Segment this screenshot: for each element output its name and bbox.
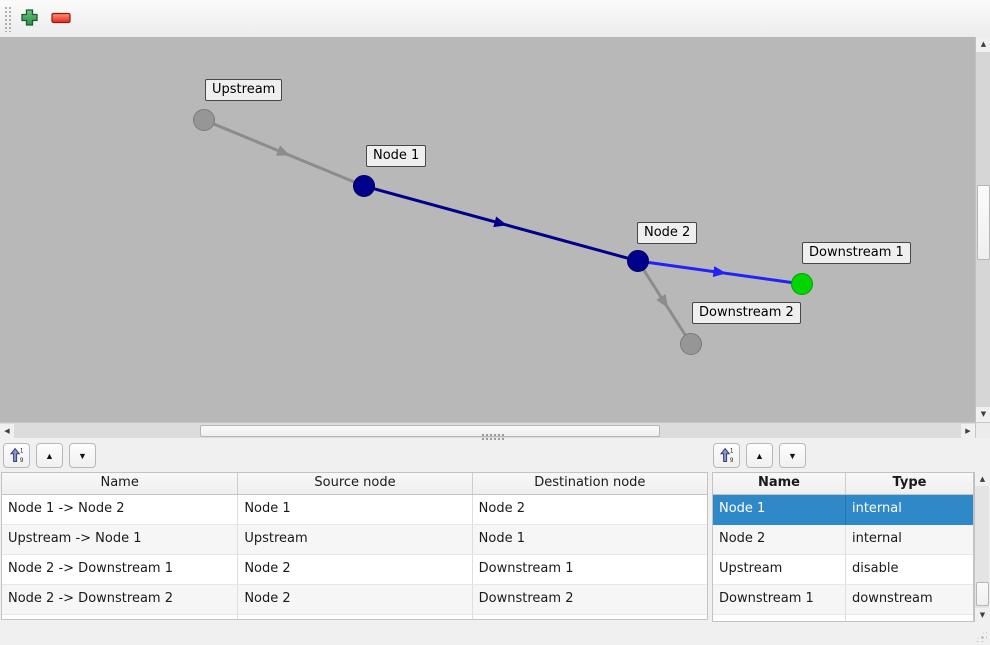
node-label-node1[interactable]: Node 1: [366, 145, 427, 167]
scroll-down-arrow[interactable]: ▼: [975, 608, 990, 622]
table-cell[interactable]: downstream: [851, 591, 933, 606]
edge-arrow-icon: [493, 216, 508, 228]
svg-text:1: 1: [20, 448, 24, 454]
node-label-node2[interactable]: Node 2: [637, 222, 698, 244]
scrollbar-thumb[interactable]: [977, 185, 990, 260]
table-cell[interactable]: Node 1: [238, 495, 473, 524]
scrollbar-thumb[interactable]: [976, 582, 989, 606]
graph-svg: [193, 109, 813, 355]
table-cell[interactable]: [238, 615, 473, 619]
table-row[interactable]: Node 1 internal: [713, 495, 973, 525]
canvas-horizontal-scrollbar[interactable]: ◀ ▶: [0, 422, 990, 438]
svg-text:9: 9: [730, 458, 734, 463]
svg-text:1: 1: [730, 448, 734, 454]
scroll-up-arrow[interactable]: ▲: [975, 472, 990, 486]
scroll-down-arrow[interactable]: ▼: [976, 407, 990, 422]
sort-nodes-button[interactable]: 1 9: [713, 443, 740, 468]
column-header[interactable]: Destination node: [534, 475, 646, 490]
sort-edges-button[interactable]: 1 9: [3, 443, 30, 468]
window-resize-grip[interactable]: [974, 629, 987, 642]
table-row[interactable]: Downstream 1 downstream: [713, 585, 973, 615]
table-cell[interactable]: Node 2: [238, 585, 473, 614]
move-edge-down-button[interactable]: ▼: [69, 443, 96, 468]
table-cell[interactable]: Node 2: [478, 501, 526, 516]
table-cell[interactable]: Downstream 2: [478, 591, 574, 606]
canvas-vertical-scrollbar[interactable]: ▲ ▼: [975, 37, 990, 422]
table-cell[interactable]: Node 2 -> Downstream 1: [2, 555, 239, 584]
table-row[interactable]: [2, 615, 707, 619]
edge-arrow-icon: [275, 145, 291, 156]
table-cell[interactable]: Upstream: [238, 525, 473, 554]
table-cell[interactable]: Downstream 1: [713, 585, 846, 614]
move-node-down-button[interactable]: ▼: [779, 443, 806, 468]
table-cell[interactable]: Upstream: [713, 555, 846, 584]
scrollbar-corner: [975, 423, 990, 438]
column-header[interactable]: Name: [713, 473, 846, 494]
table-row[interactable]: [713, 615, 973, 621]
table-cell[interactable]: [2, 615, 239, 619]
sort-ascending-icon: 1 9: [9, 447, 24, 465]
scroll-left-arrow[interactable]: ◀: [0, 424, 14, 438]
nodes-table-vertical-scrollbar[interactable]: ▲ ▼: [974, 472, 990, 622]
scrollbar-thumb[interactable]: [200, 425, 660, 437]
graph-node-upstream[interactable]: [193, 109, 215, 131]
table-cell[interactable]: [713, 615, 846, 621]
triangle-up-icon: ▲: [45, 450, 54, 461]
graph-node-node2[interactable]: [627, 250, 649, 272]
edge-arrow-icon: [712, 266, 727, 278]
minus-icon: [51, 12, 71, 27]
plus-icon: [20, 8, 39, 30]
graph-node-downstream2[interactable]: [680, 333, 702, 355]
add-button[interactable]: [16, 6, 42, 32]
move-node-up-button[interactable]: ▲: [746, 443, 773, 468]
node-label-upstream[interactable]: Upstream: [205, 79, 283, 101]
graph-node-node1[interactable]: [353, 175, 375, 197]
remove-button[interactable]: [48, 6, 74, 32]
table-cell[interactable]: internal: [851, 501, 902, 516]
table-cell[interactable]: Upstream -> Node 1: [2, 525, 239, 554]
table-cell[interactable]: internal: [851, 531, 902, 546]
status-bar: [0, 622, 990, 645]
table-cell[interactable]: Node 1 -> Node 2: [2, 495, 239, 524]
triangle-down-icon: ▼: [788, 450, 797, 461]
node-label-downstream2[interactable]: Downstream 2: [692, 302, 801, 324]
scroll-up-arrow[interactable]: ▲: [976, 37, 990, 52]
table-cell[interactable]: Node 2: [713, 525, 846, 554]
triangle-up-icon: ▲: [755, 450, 764, 461]
table-cell[interactable]: Node 1: [713, 495, 846, 524]
table-cell[interactable]: [846, 615, 973, 621]
table-header-row: Name Type: [713, 473, 973, 495]
triangle-down-icon: ▼: [78, 450, 87, 461]
node-label-downstream1[interactable]: Downstream 1: [802, 242, 911, 264]
pane-splitter-handle[interactable]: [481, 433, 505, 440]
move-edge-up-button[interactable]: ▲: [36, 443, 63, 468]
table-cell[interactable]: Downstream 1: [478, 561, 574, 576]
column-header[interactable]: Name: [2, 473, 239, 494]
column-header[interactable]: Type: [892, 475, 927, 490]
column-header[interactable]: Source node: [238, 473, 473, 494]
graph-node-downstream1[interactable]: [791, 273, 813, 295]
table-row[interactable]: Node 2 internal: [713, 525, 973, 555]
main-toolbar: [0, 0, 990, 38]
edge-arrow-icon: [656, 294, 668, 308]
table-row[interactable]: Upstream disable: [713, 555, 973, 585]
toolbar-grip[interactable]: [4, 6, 12, 32]
scroll-right-arrow[interactable]: ▶: [961, 424, 975, 438]
table-cell[interactable]: disable: [851, 561, 899, 576]
sort-ascending-icon: 1 9: [719, 447, 734, 465]
table-cell[interactable]: Node 2 -> Downstream 2: [2, 585, 239, 614]
table-cell[interactable]: Node 1: [478, 531, 526, 546]
table-cell[interactable]: [473, 615, 707, 619]
svg-text:9: 9: [20, 458, 24, 463]
table-cell[interactable]: Node 2: [238, 555, 473, 584]
